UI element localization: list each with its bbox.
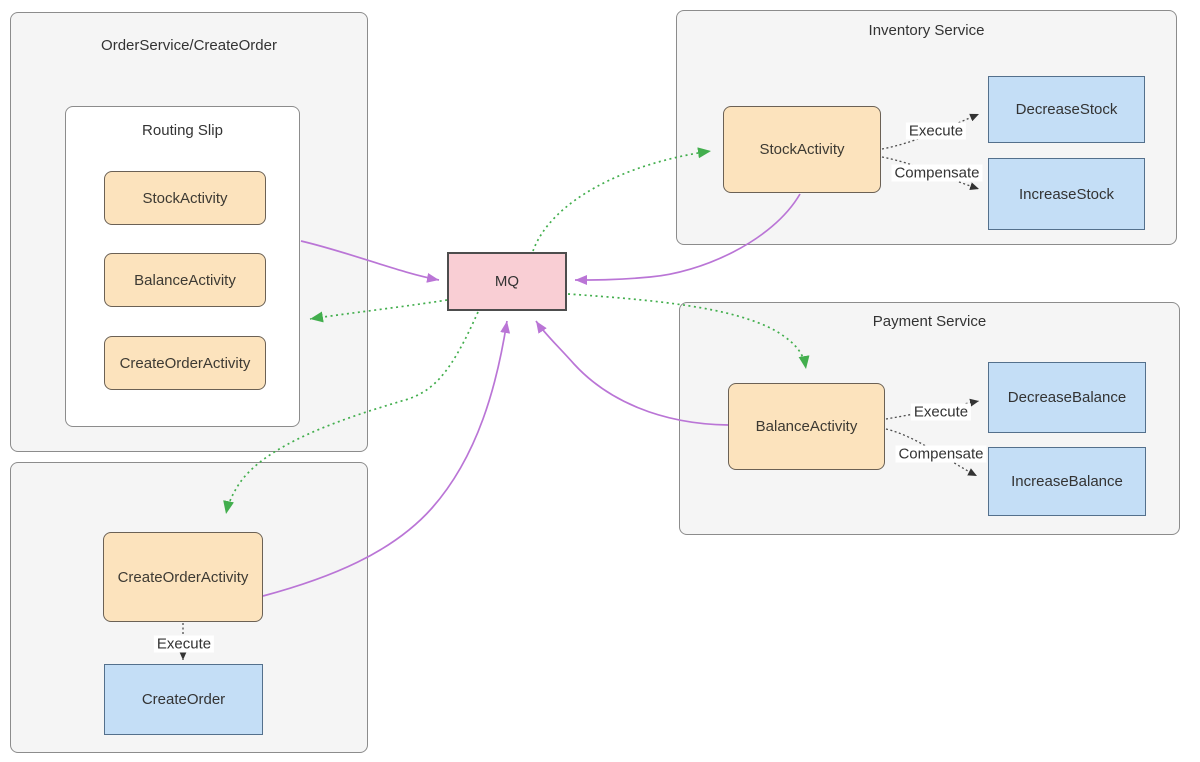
node-payment-decreasebalance: DecreaseBalance xyxy=(988,362,1146,433)
node-payment-balanceactivity: BalanceActivity xyxy=(728,383,885,470)
edge-label-payment-execute: Execute xyxy=(910,403,972,421)
node-label: CreateOrderActivity xyxy=(117,568,249,586)
node-label: BalanceActivity xyxy=(134,271,236,289)
node-inventory-stockactivity: StockActivity xyxy=(723,106,881,193)
node-label: DecreaseBalance xyxy=(1007,389,1127,406)
node-inventory-increasestock: IncreaseStock xyxy=(988,158,1145,230)
node-label: CreateOrderActivity xyxy=(119,354,251,372)
node-label: IncreaseBalance xyxy=(1011,473,1123,490)
container-inventory-service-title: Inventory Service xyxy=(868,22,985,39)
container-order-service-title: OrderService/CreateOrder xyxy=(101,37,277,54)
node-payment-increasebalance: IncreaseBalance xyxy=(988,447,1146,516)
node-routing-balanceactivity: BalanceActivity xyxy=(104,253,266,307)
node-worker-createorderactivity: CreateOrderActivity xyxy=(103,532,263,622)
node-label: BalanceActivity xyxy=(755,418,858,435)
node-worker-createorder: CreateOrder xyxy=(104,664,263,735)
node-routing-stockactivity: StockActivity xyxy=(104,171,266,225)
edge-label-payment-compensate: Compensate xyxy=(895,445,987,463)
node-label: CreateOrder xyxy=(141,691,226,708)
node-mq: MQ xyxy=(447,252,567,311)
node-label: DecreaseStock xyxy=(1015,101,1118,118)
node-label: StockActivity xyxy=(142,189,228,207)
edge-label-worker-execute: Execute xyxy=(153,635,215,653)
edge-label-inventory-compensate: Compensate xyxy=(891,164,983,182)
container-payment-service-title: Payment Service xyxy=(872,313,987,330)
node-label: IncreaseStock xyxy=(1018,185,1115,203)
container-routing-slip-title: Routing Slip xyxy=(142,122,223,139)
edge-label-inventory-execute: Execute xyxy=(905,122,967,140)
node-routing-createorderactivity: CreateOrderActivity xyxy=(104,336,266,390)
node-inventory-decreasestock: DecreaseStock xyxy=(988,76,1145,143)
node-label: MQ xyxy=(494,273,520,290)
node-label: StockActivity xyxy=(759,141,845,158)
